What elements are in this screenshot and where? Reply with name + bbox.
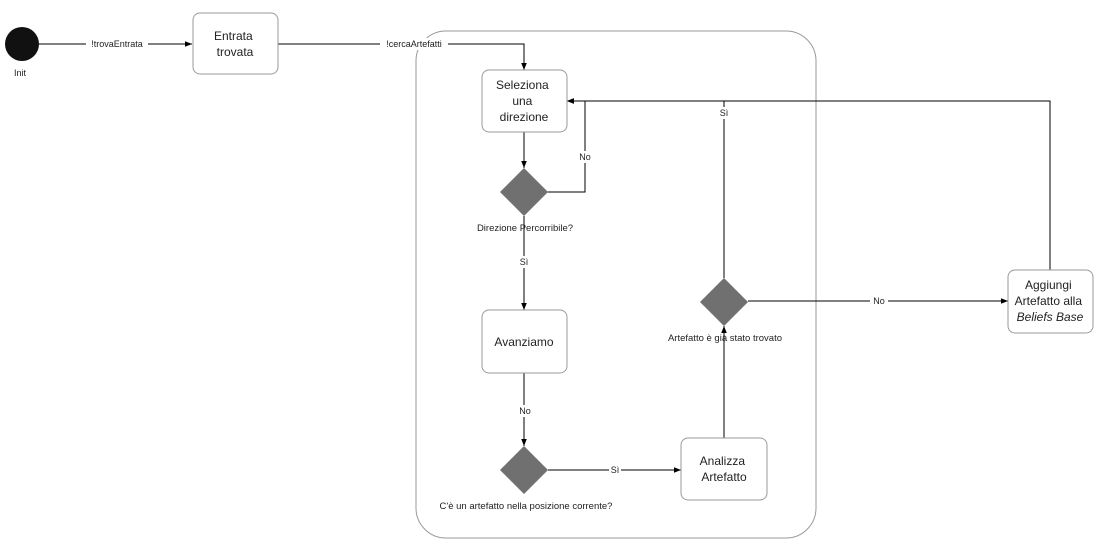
start-node-label: Init bbox=[14, 68, 27, 78]
composite-state-container bbox=[415, 30, 817, 539]
start-node bbox=[5, 27, 39, 61]
node-seleziona-line-1: Seleziona bbox=[496, 78, 549, 92]
edge-aggiungi-to-seleziona bbox=[567, 98, 1051, 270]
node-aggiungi-line-1: Aggiungi bbox=[1025, 278, 1072, 292]
edge-entrata-to-seleziona bbox=[278, 43, 527, 70]
edge-label-percorribile-si: Sì bbox=[520, 257, 529, 267]
node-avanziamo-label: Avanziamo bbox=[494, 335, 553, 349]
node-aggiungi-artefatto: Aggiungi Artefatto alla Beliefs Base bbox=[1007, 269, 1094, 334]
edge-label-gia-trovato-no: No bbox=[873, 296, 885, 306]
node-analizza-artefatto: Analizza Artefatto bbox=[680, 437, 768, 501]
edge-label-avanziamo-no: No bbox=[519, 406, 531, 416]
edge-label-percorribile-no: No bbox=[579, 152, 591, 162]
node-entrata-line-2: trovata bbox=[217, 45, 254, 59]
edge-gia-trovato-si bbox=[567, 98, 725, 278]
decision-artefatto-corrente-label: C'è un artefatto nella posizione corrent… bbox=[440, 501, 613, 512]
node-avanziamo: Avanziamo bbox=[481, 309, 568, 374]
node-entrata-trovata: Entrata trovata bbox=[192, 12, 279, 75]
edge-label-gia-trovato-si: Sì bbox=[720, 108, 729, 118]
svg-text:Seleziona una dire: Seleziona una direzione bbox=[496, 78, 552, 124]
decision-gia-trovato bbox=[700, 278, 748, 326]
node-entrata-line-1: Entrata bbox=[214, 29, 253, 43]
svg-text:Entrata trovata: Entrata trovata bbox=[214, 29, 256, 59]
node-aggiungi-line-2: Artefatto alla bbox=[1015, 294, 1083, 308]
decision-artefatto-corrente bbox=[500, 446, 548, 494]
decision-gia-trovato-label: Artefatto è già stato trovato bbox=[668, 333, 782, 344]
svg-text:Aggiungi Artefatto alla: Aggiungi Artefatto alla Beliefs Base bbox=[1015, 278, 1086, 324]
node-seleziona-direzione: Seleziona una direzione bbox=[481, 69, 568, 133]
node-seleziona-line-2: una bbox=[512, 94, 532, 108]
edge-label-cerca-artefatti: !cercaArtefatti bbox=[386, 39, 442, 49]
node-analizza-line-2: Artefatto bbox=[701, 470, 747, 484]
node-analizza-line-1: Analizza bbox=[700, 454, 746, 468]
node-seleziona-line-3: direzione bbox=[500, 110, 549, 124]
edge-label-corrente-si: Sì bbox=[611, 465, 620, 475]
svg-text:Analizza Artefatto: Analizza Artefatto bbox=[700, 454, 749, 484]
edge-label-trova-entrata: !trovaEntrata bbox=[91, 39, 143, 49]
decision-percorribile-label: Direzione Percorribile? bbox=[477, 223, 573, 234]
node-aggiungi-line-3: Beliefs Base bbox=[1017, 310, 1084, 324]
decision-percorribile bbox=[500, 168, 548, 216]
